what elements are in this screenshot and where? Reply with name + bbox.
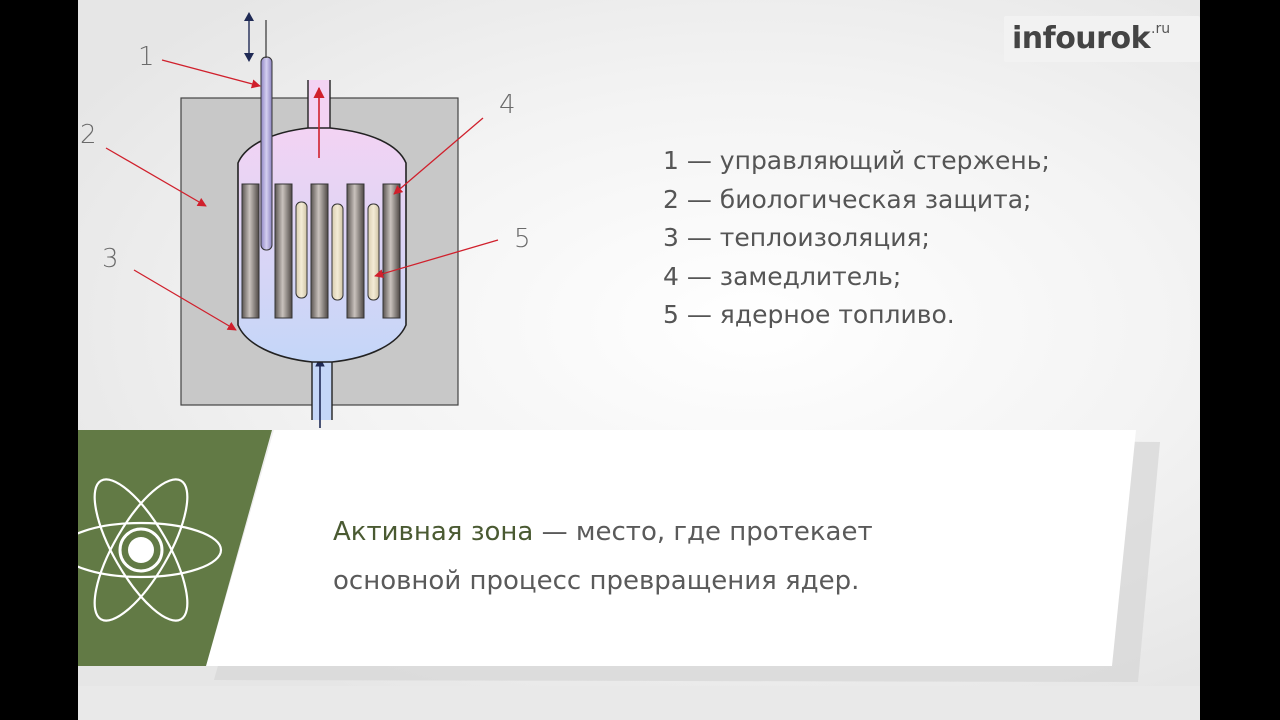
reactor-diagram (105, 12, 499, 428)
legend-item: 3 — теплоизоляция; (663, 223, 930, 252)
moderator-block (346, 183, 365, 319)
fuel-rod (295, 201, 308, 299)
moderator-block (310, 183, 329, 319)
logo-text: infourok (1012, 21, 1151, 56)
legend: 1 — управляющий стержень; 2 — биологичес… (663, 142, 1050, 335)
legend-item: 2 — биологическая защита; (663, 184, 1032, 214)
slide: infourok.ru (78, 0, 1200, 720)
callout-arrow-1 (161, 59, 261, 89)
infourok-logo[interactable]: infourok.ru (1004, 16, 1200, 62)
label-4: 4 (499, 90, 516, 120)
definition-rest: — место, где протекает (533, 517, 873, 547)
legend-item: 5 — ядерное топливо. (663, 300, 955, 329)
label-1: 1 (138, 42, 155, 72)
definition-text: Активная зона — место, где протекает осн… (333, 508, 873, 606)
moderator-block (274, 183, 293, 319)
legend-item: 4 — замедлитель; (663, 261, 902, 291)
definition-line-2: основной процесс превращения ядер. (333, 566, 860, 596)
callout-arrow-5 (374, 239, 499, 279)
moderator-block (241, 183, 260, 319)
legend-item: 1 — управляющий стержень; (663, 146, 1050, 175)
fuel-rod (367, 203, 380, 301)
callout-arrow-3 (133, 269, 237, 331)
label-5: 5 (514, 224, 531, 254)
bottom-strip (78, 686, 1200, 720)
definition-band (78, 430, 1160, 682)
logo-suffix: .ru (1151, 21, 1171, 37)
moderator-block (382, 183, 401, 319)
callout-arrow-2 (105, 147, 207, 207)
text-card (206, 430, 1136, 666)
definition-line-1: Активная зона — место, где протекает (333, 508, 873, 557)
atom-icon (78, 478, 223, 622)
callout-arrow-4 (393, 117, 484, 195)
fuel-rod (331, 203, 344, 301)
label-3: 3 (102, 244, 119, 274)
label-2: 2 (80, 120, 97, 150)
definition-term: Активная зона (333, 517, 534, 547)
control-rod (260, 56, 273, 251)
